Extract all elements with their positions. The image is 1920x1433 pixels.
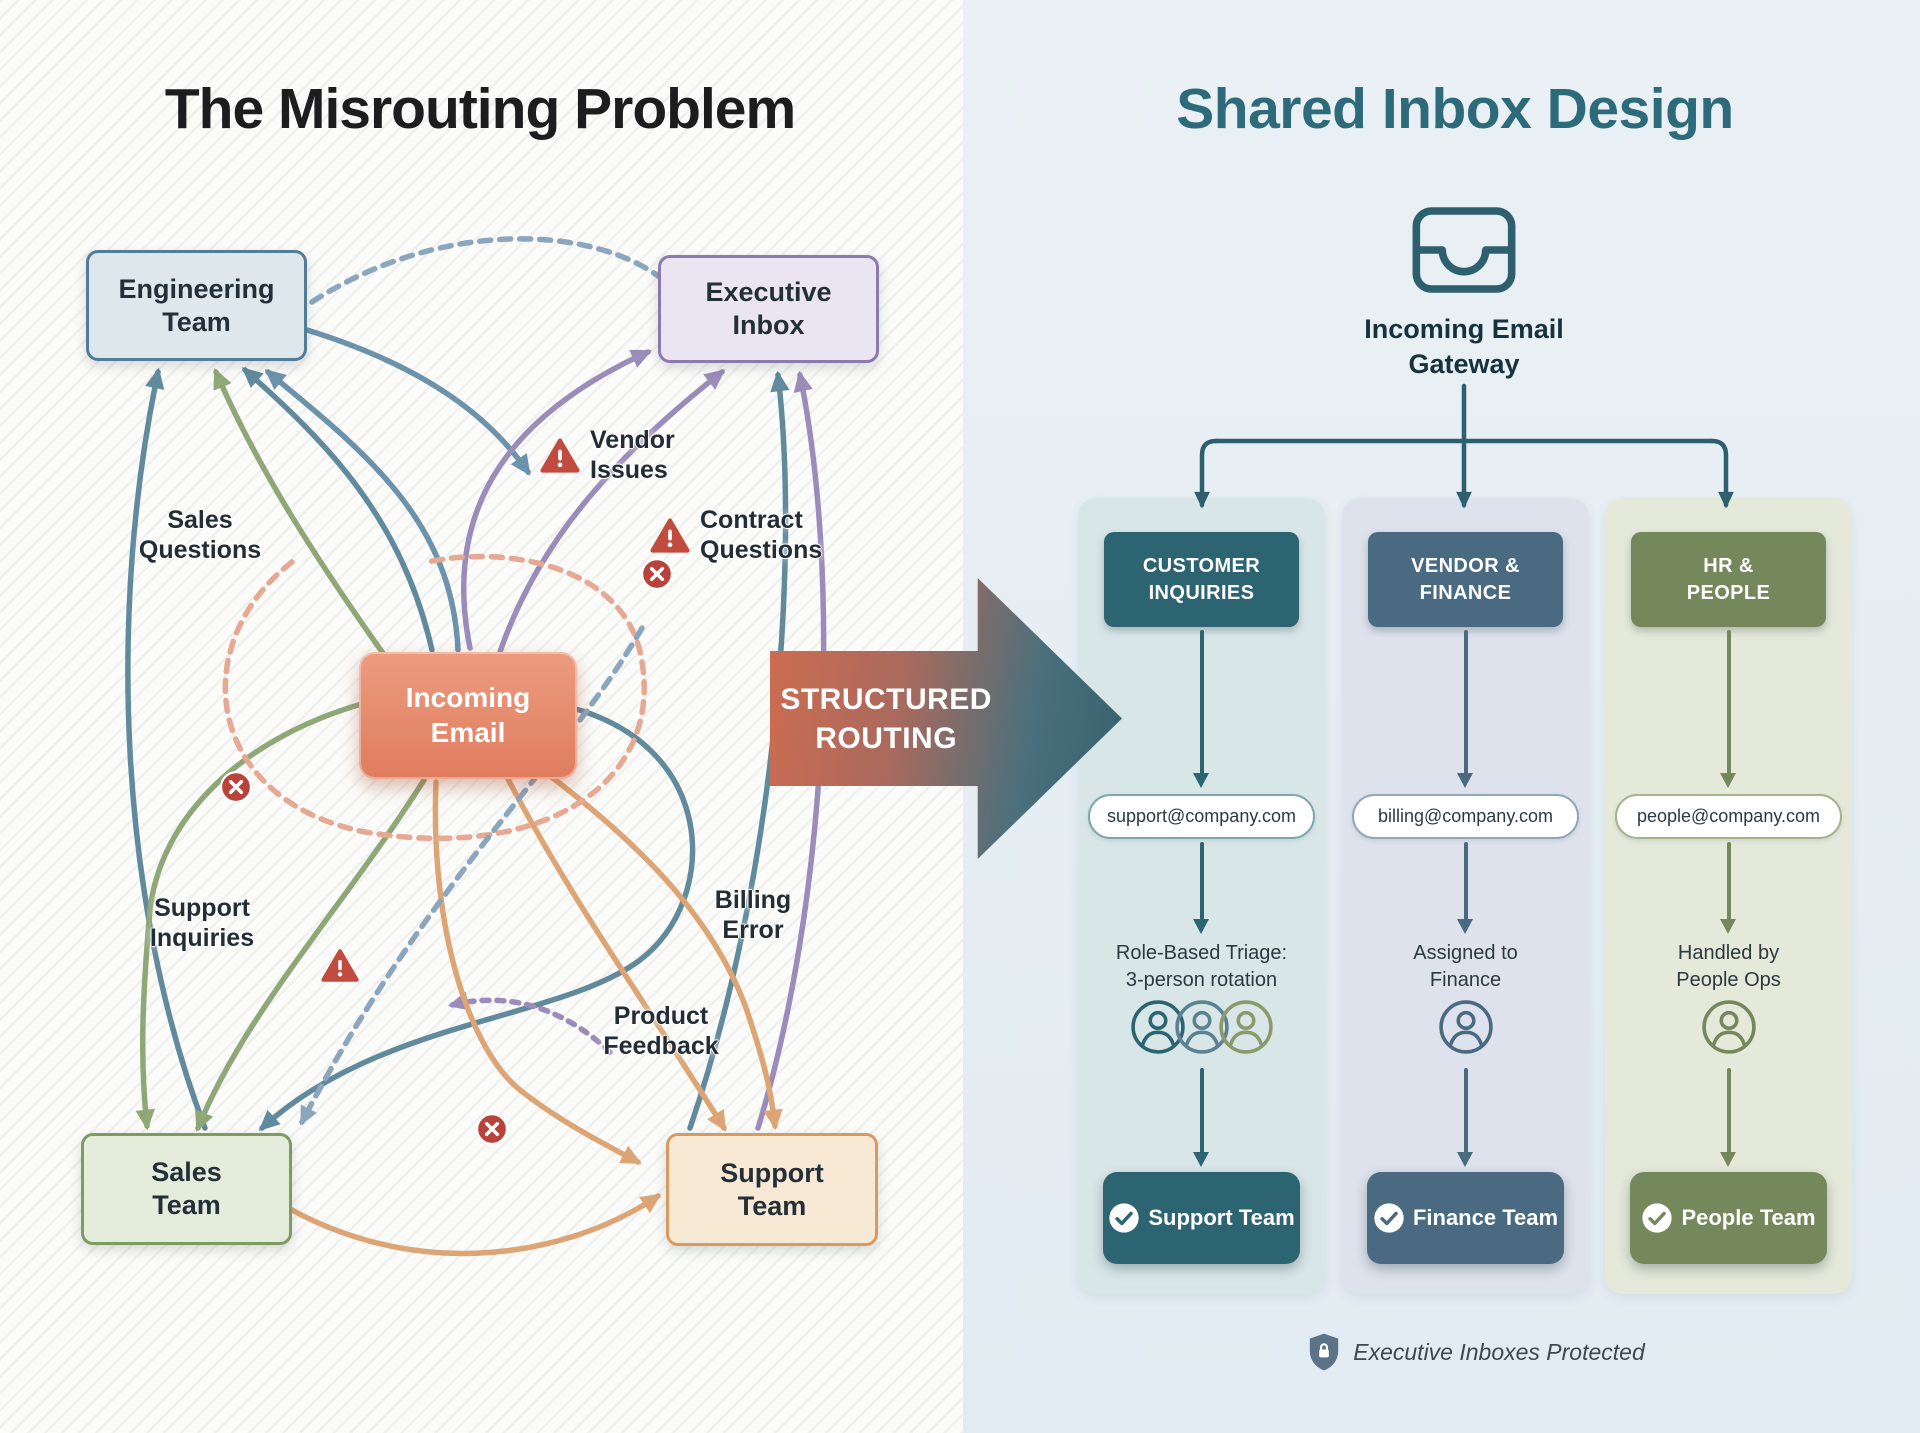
node-label: Sales Team (151, 1157, 222, 1220)
label-sales-questions: Sales Questions (138, 506, 262, 564)
team-label: People Team (1681, 1205, 1816, 1230)
flow-arrow (1457, 842, 1474, 934)
check-circle-icon (1642, 1203, 1673, 1233)
label-text: Vendor Issues (590, 426, 675, 484)
node-engineering-team: Engineering Team (86, 250, 307, 361)
protection-note: Executive Inboxes Protected (1276, 1328, 1676, 1376)
column-customer-inquiries: CUSTOMER INQUIRIES support@company.com R… (1078, 498, 1325, 1294)
team-badge-support: Support Team (1103, 1172, 1300, 1264)
warning-triangle-icon (321, 948, 359, 983)
label-vendor-issues: Vendor Issues (540, 425, 705, 485)
flow-arrow (1720, 630, 1737, 788)
triage-rotation-people (1078, 998, 1325, 1056)
column-header: HR & PEOPLE (1631, 532, 1826, 627)
person-icon (1174, 1000, 1229, 1054)
check-circle-icon (1109, 1203, 1140, 1233)
flow-arrow (1193, 630, 1210, 788)
node-label: Engineering Team (118, 273, 275, 337)
person-icon (1701, 1000, 1756, 1054)
label-product-feedback: Product Feedback (603, 1002, 719, 1060)
column-vendor-finance: VENDOR & FINANCE billing@company.com Ass… (1342, 498, 1589, 1294)
node-support-team: Support Team (666, 1133, 878, 1246)
team-label: Finance Team (1412, 1205, 1559, 1230)
protection-text: Executive Inboxes Protected (1353, 1338, 1645, 1365)
column-header: VENDOR & FINANCE (1368, 532, 1563, 627)
inbox-tray-icon (1412, 207, 1516, 293)
node-label: Incoming Email (405, 682, 531, 748)
error-x-icon (640, 557, 674, 591)
node-incoming-email: Incoming Email (359, 652, 577, 779)
routing-rule-text: Role-Based Triage: 3-person rotation (1115, 942, 1288, 991)
column-header: CUSTOMER INQUIRIES (1104, 532, 1299, 627)
label-support-inquiries: Support Inquiries (149, 894, 255, 952)
check-circle-icon (1374, 1203, 1404, 1233)
label-text: Contract Questions (700, 506, 823, 564)
column-hr-people: HR & PEOPLE people@company.com Handled b… (1605, 498, 1852, 1294)
routing-rule-text: Assigned to Finance (1413, 942, 1518, 991)
shield-lock-icon (1310, 1333, 1339, 1371)
node-sales-team: Sales Team (81, 1133, 292, 1245)
flow-arrow (1720, 1068, 1737, 1167)
gateway-label: Incoming Email Gateway (1364, 314, 1564, 379)
routing-rule-text: Handled by People Ops (1676, 942, 1781, 991)
team-badge-people: People Team (1630, 1172, 1827, 1264)
label-contract-questions: Contract Questions (650, 505, 835, 565)
node-label: Executive Inbox (705, 277, 832, 340)
email-address-pill: support@company.com (1088, 794, 1315, 839)
person-icon (1438, 1000, 1493, 1054)
label-billing-error: Billing Error (714, 886, 792, 944)
flow-arrow (1720, 842, 1737, 934)
team-badge-finance: Finance Team (1367, 1172, 1564, 1264)
routing-arrow-label: STRUCTURED ROUTING (780, 682, 992, 755)
warning-triangle-icon (650, 517, 690, 554)
assigned-person (1342, 998, 1589, 1056)
error-x-icon (219, 770, 253, 804)
node-label: Support Team (720, 1157, 824, 1221)
shared-inbox-title: Shared Inbox Design (1176, 77, 1734, 141)
flow-arrow (1193, 1068, 1210, 1167)
misrouting-title: The Misrouting Problem (164, 77, 796, 141)
flow-arrow (1457, 1068, 1474, 1167)
flow-arrow (1193, 842, 1210, 934)
error-x-icon (475, 1112, 509, 1146)
team-label: Support Team (1148, 1205, 1295, 1230)
email-address-pill: billing@company.com (1352, 794, 1579, 839)
assigned-person (1605, 998, 1852, 1056)
node-executive-inbox: Executive Inbox (658, 255, 879, 363)
person-icon (1130, 1000, 1185, 1054)
email-address-pill: people@company.com (1615, 794, 1842, 839)
warning-triangle-icon (540, 437, 580, 474)
flow-arrow (1457, 630, 1474, 788)
person-icon (1218, 1000, 1273, 1054)
